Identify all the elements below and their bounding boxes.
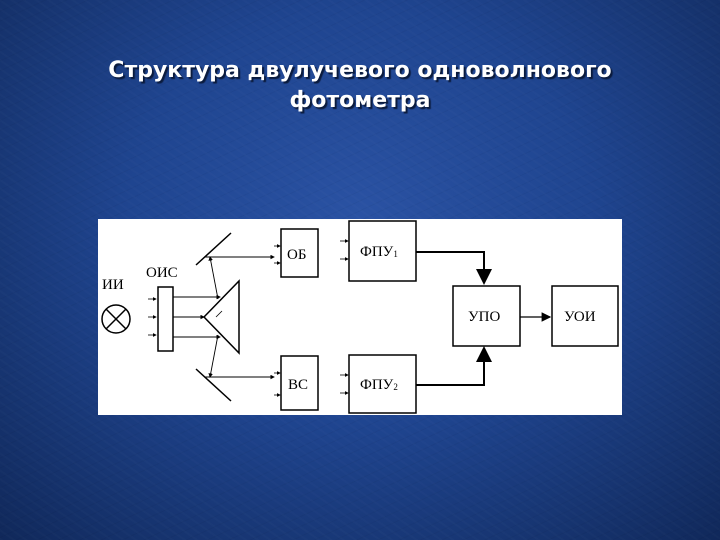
- uoi-label: УОИ: [564, 309, 596, 325]
- ob-block: [280, 228, 319, 278]
- fpu2-block: [348, 354, 417, 414]
- slide-title: Структура двулучевого одноволнового фото…: [40, 56, 680, 116]
- fpu2-label: ФПУ: [360, 377, 394, 393]
- fpu-to-upo-connectors: [416, 251, 492, 386]
- uoi-block: [551, 285, 619, 347]
- upo-label: УПО: [468, 309, 500, 325]
- title-line-1: Структура двулучевого одноволнового: [108, 58, 612, 83]
- source-lamp-icon: [101, 304, 131, 334]
- optics-label: ОИС: [146, 265, 178, 281]
- lower-mirror: [195, 368, 232, 402]
- fpu1-block: [348, 220, 417, 282]
- lower-beam: [204, 334, 275, 380]
- fpu1-subscript: 1: [393, 249, 398, 259]
- prism-hatch: [215, 310, 223, 318]
- upper-beam: [204, 254, 275, 300]
- vs-block: [280, 355, 319, 411]
- rays-to-splitter: [173, 294, 221, 340]
- vs-label: ВС: [288, 377, 308, 393]
- fpu-input-arrows: [340, 239, 349, 395]
- fpu1-label: ФПУ: [360, 244, 394, 260]
- diagram-canvas: ИИ ОИС: [101, 220, 619, 414]
- optics-block: [157, 286, 174, 352]
- fpu2-label-text: ФПУ2: [360, 377, 398, 393]
- title-line-2: фотометра: [289, 88, 431, 113]
- block-diagram: ИИ ОИС: [98, 219, 622, 415]
- source-label: ИИ: [102, 277, 124, 293]
- upo-block: [452, 285, 521, 347]
- optics-input-arrows: [148, 297, 157, 337]
- fpu1-label-text: ФПУ1: [360, 244, 398, 260]
- beam-splitter-prism: [202, 279, 240, 355]
- ob-vs-input-arrows: [274, 244, 281, 397]
- fpu2-subscript: 2: [393, 382, 398, 392]
- upper-mirror: [195, 232, 232, 266]
- ob-label: ОБ: [287, 247, 306, 263]
